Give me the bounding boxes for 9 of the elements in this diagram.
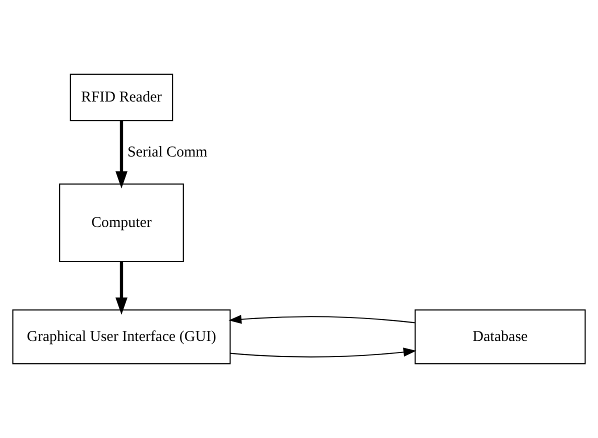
node-box: RFID Reader <box>70 74 174 122</box>
arrow <box>230 348 416 358</box>
arrow <box>115 120 128 188</box>
arrow <box>228 314 415 324</box>
node-box: Graphical User Interface (GUI) <box>12 309 231 364</box>
edge-label: Serial Comm <box>128 144 208 160</box>
node-box: Database <box>414 309 586 364</box>
arrow <box>115 262 128 315</box>
node-box: Computer <box>59 184 184 262</box>
